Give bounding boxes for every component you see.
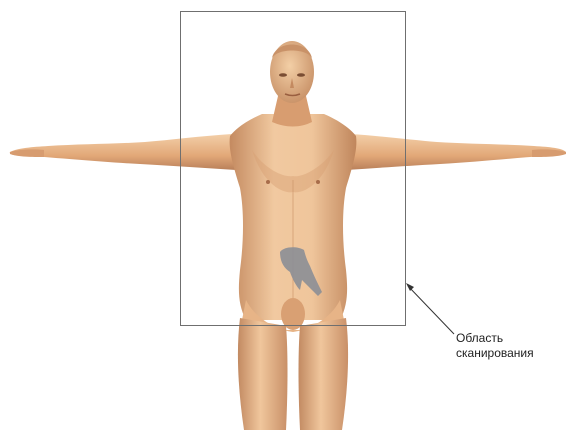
head — [270, 41, 314, 103]
pointer-arrow — [406, 283, 454, 334]
right-arm — [346, 134, 566, 170]
left-arm — [10, 134, 236, 170]
scan-area-label-line1: Область — [456, 331, 534, 346]
scan-area-label-line2: сканирования — [456, 346, 534, 361]
torso — [230, 114, 357, 320]
legs — [238, 318, 348, 430]
scan-area-label: Область сканирования — [456, 331, 534, 361]
